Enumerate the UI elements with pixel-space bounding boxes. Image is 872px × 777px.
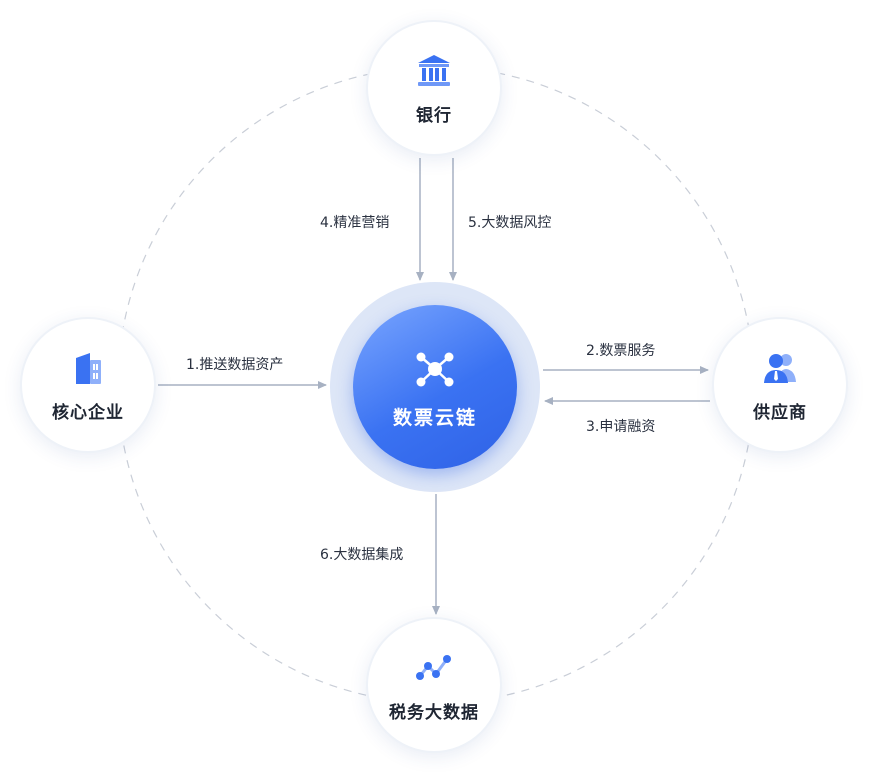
building-icon	[76, 352, 101, 384]
node-supplier: 供应商	[712, 317, 848, 453]
node-bank-label: 银行	[416, 105, 452, 126]
edge-label-push-data: 1.推送数据资产	[186, 357, 284, 373]
node-tax-big-data: 税务大数据	[366, 617, 502, 753]
edge-label-risk-control: 5.大数据风控	[468, 215, 552, 231]
users-icon	[764, 353, 796, 383]
edge-label-apply-financing: 3.申请融资	[586, 419, 656, 435]
line-chart-icon	[416, 654, 451, 680]
node-hub: 数票云链	[353, 305, 517, 469]
bank-icon	[418, 54, 450, 86]
node-supplier-label: 供应商	[753, 402, 807, 423]
node-core-enterprise: 核心企业	[20, 317, 156, 453]
node-bank: 银行	[366, 20, 502, 156]
edge-label-precision-marketing: 4.精准营销	[320, 215, 390, 231]
node-hub-label: 数票云链	[392, 406, 477, 429]
node-core-enterprise-label: 核心企业	[52, 402, 124, 423]
edge-label-data-integration: 6.大数据集成	[320, 547, 404, 563]
edge-label-ticket-service: 2.数票服务	[586, 343, 656, 359]
network-icon	[416, 352, 454, 386]
node-tax-big-data-label: 税务大数据	[389, 702, 479, 723]
